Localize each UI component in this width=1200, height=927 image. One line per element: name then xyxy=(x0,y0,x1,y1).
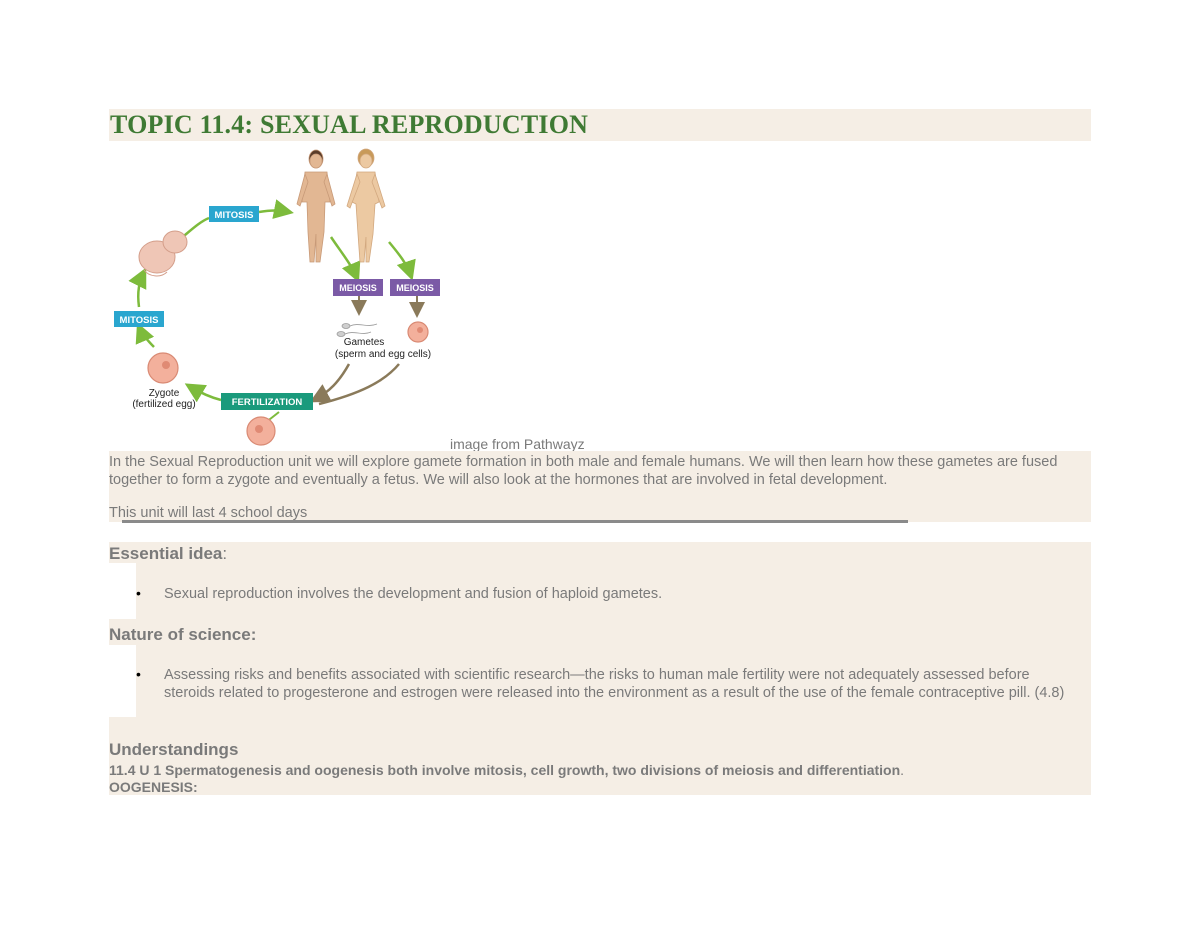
mitosis-left-label: MITOSIS xyxy=(114,311,164,327)
arrow-male-to-meiosis xyxy=(329,236,361,283)
arrow-fertilization-to-zygote xyxy=(184,383,222,403)
female-figure xyxy=(346,148,386,263)
svg-text:MEIOSIS: MEIOSIS xyxy=(396,283,434,293)
margin-strip xyxy=(109,563,136,619)
arrow-zygote-to-mitosis xyxy=(135,322,155,348)
essential-idea-heading: Essential idea: xyxy=(109,544,228,563)
svg-text:MITOSIS: MITOSIS xyxy=(215,210,254,221)
meiosis-label-1: MEIOSIS xyxy=(333,279,383,296)
meiosis-label-2: MEIOSIS xyxy=(390,279,440,296)
gametes-sub-label: (sperm and egg cells) xyxy=(335,349,431,360)
arrow-female-to-meiosis xyxy=(388,241,416,281)
arrow-mitosis-left-to-fetus xyxy=(128,267,147,308)
unit-duration: This unit will last 4 school days xyxy=(109,505,308,521)
title-band xyxy=(109,109,1091,141)
mitosis-top-label: MITOSIS xyxy=(209,206,259,222)
bullet-marker: • xyxy=(136,585,141,601)
svg-text:MEIOSIS: MEIOSIS xyxy=(339,283,377,293)
svg-text:MITOSIS: MITOSIS xyxy=(120,315,159,326)
essential-idea-text: Sexual reproduction involves the develop… xyxy=(164,586,663,602)
gametes-label: Gametes xyxy=(344,337,385,348)
svg-text:FERTILIZATION: FERTILIZATION xyxy=(232,397,303,408)
life-cycle-diagram: MITOSIS MITOSIS MEIOSIS MEIOSIS FERTILIZ… xyxy=(114,148,440,446)
nature-of-science-heading: Nature of science: xyxy=(109,625,257,644)
intro-band xyxy=(109,451,1091,522)
bullet-marker: • xyxy=(136,666,141,682)
image-caption: image from Pathwayz xyxy=(450,436,585,452)
arrow-mitosis-to-adults xyxy=(258,199,294,219)
oogenesis-heading: OOGENESIS: xyxy=(109,779,198,795)
understandings-heading: Understandings xyxy=(109,740,239,759)
margin-strip xyxy=(109,645,136,717)
content-band xyxy=(109,542,1091,795)
zygote-label: Zygote xyxy=(149,388,180,399)
page-title: TOPIC 11.4: SEXUAL REPRODUCTION xyxy=(110,110,589,139)
male-figure xyxy=(296,149,336,263)
divider-line xyxy=(122,520,908,523)
fertilization-label: FERTILIZATION xyxy=(221,393,313,410)
sperm-image xyxy=(336,323,378,337)
fetus-image xyxy=(138,230,188,277)
zygote-image xyxy=(147,352,179,384)
zygote-sub-label: (fertilized egg) xyxy=(132,399,195,410)
intro-paragraph: In the Sexual Reproduction unit we will … xyxy=(109,454,1058,488)
nature-of-science-text: Assessing risks and benefits associated … xyxy=(164,667,1065,701)
understanding-u1: 11.4 U 1 Spermatogenesis and oogenesis b… xyxy=(109,762,905,778)
